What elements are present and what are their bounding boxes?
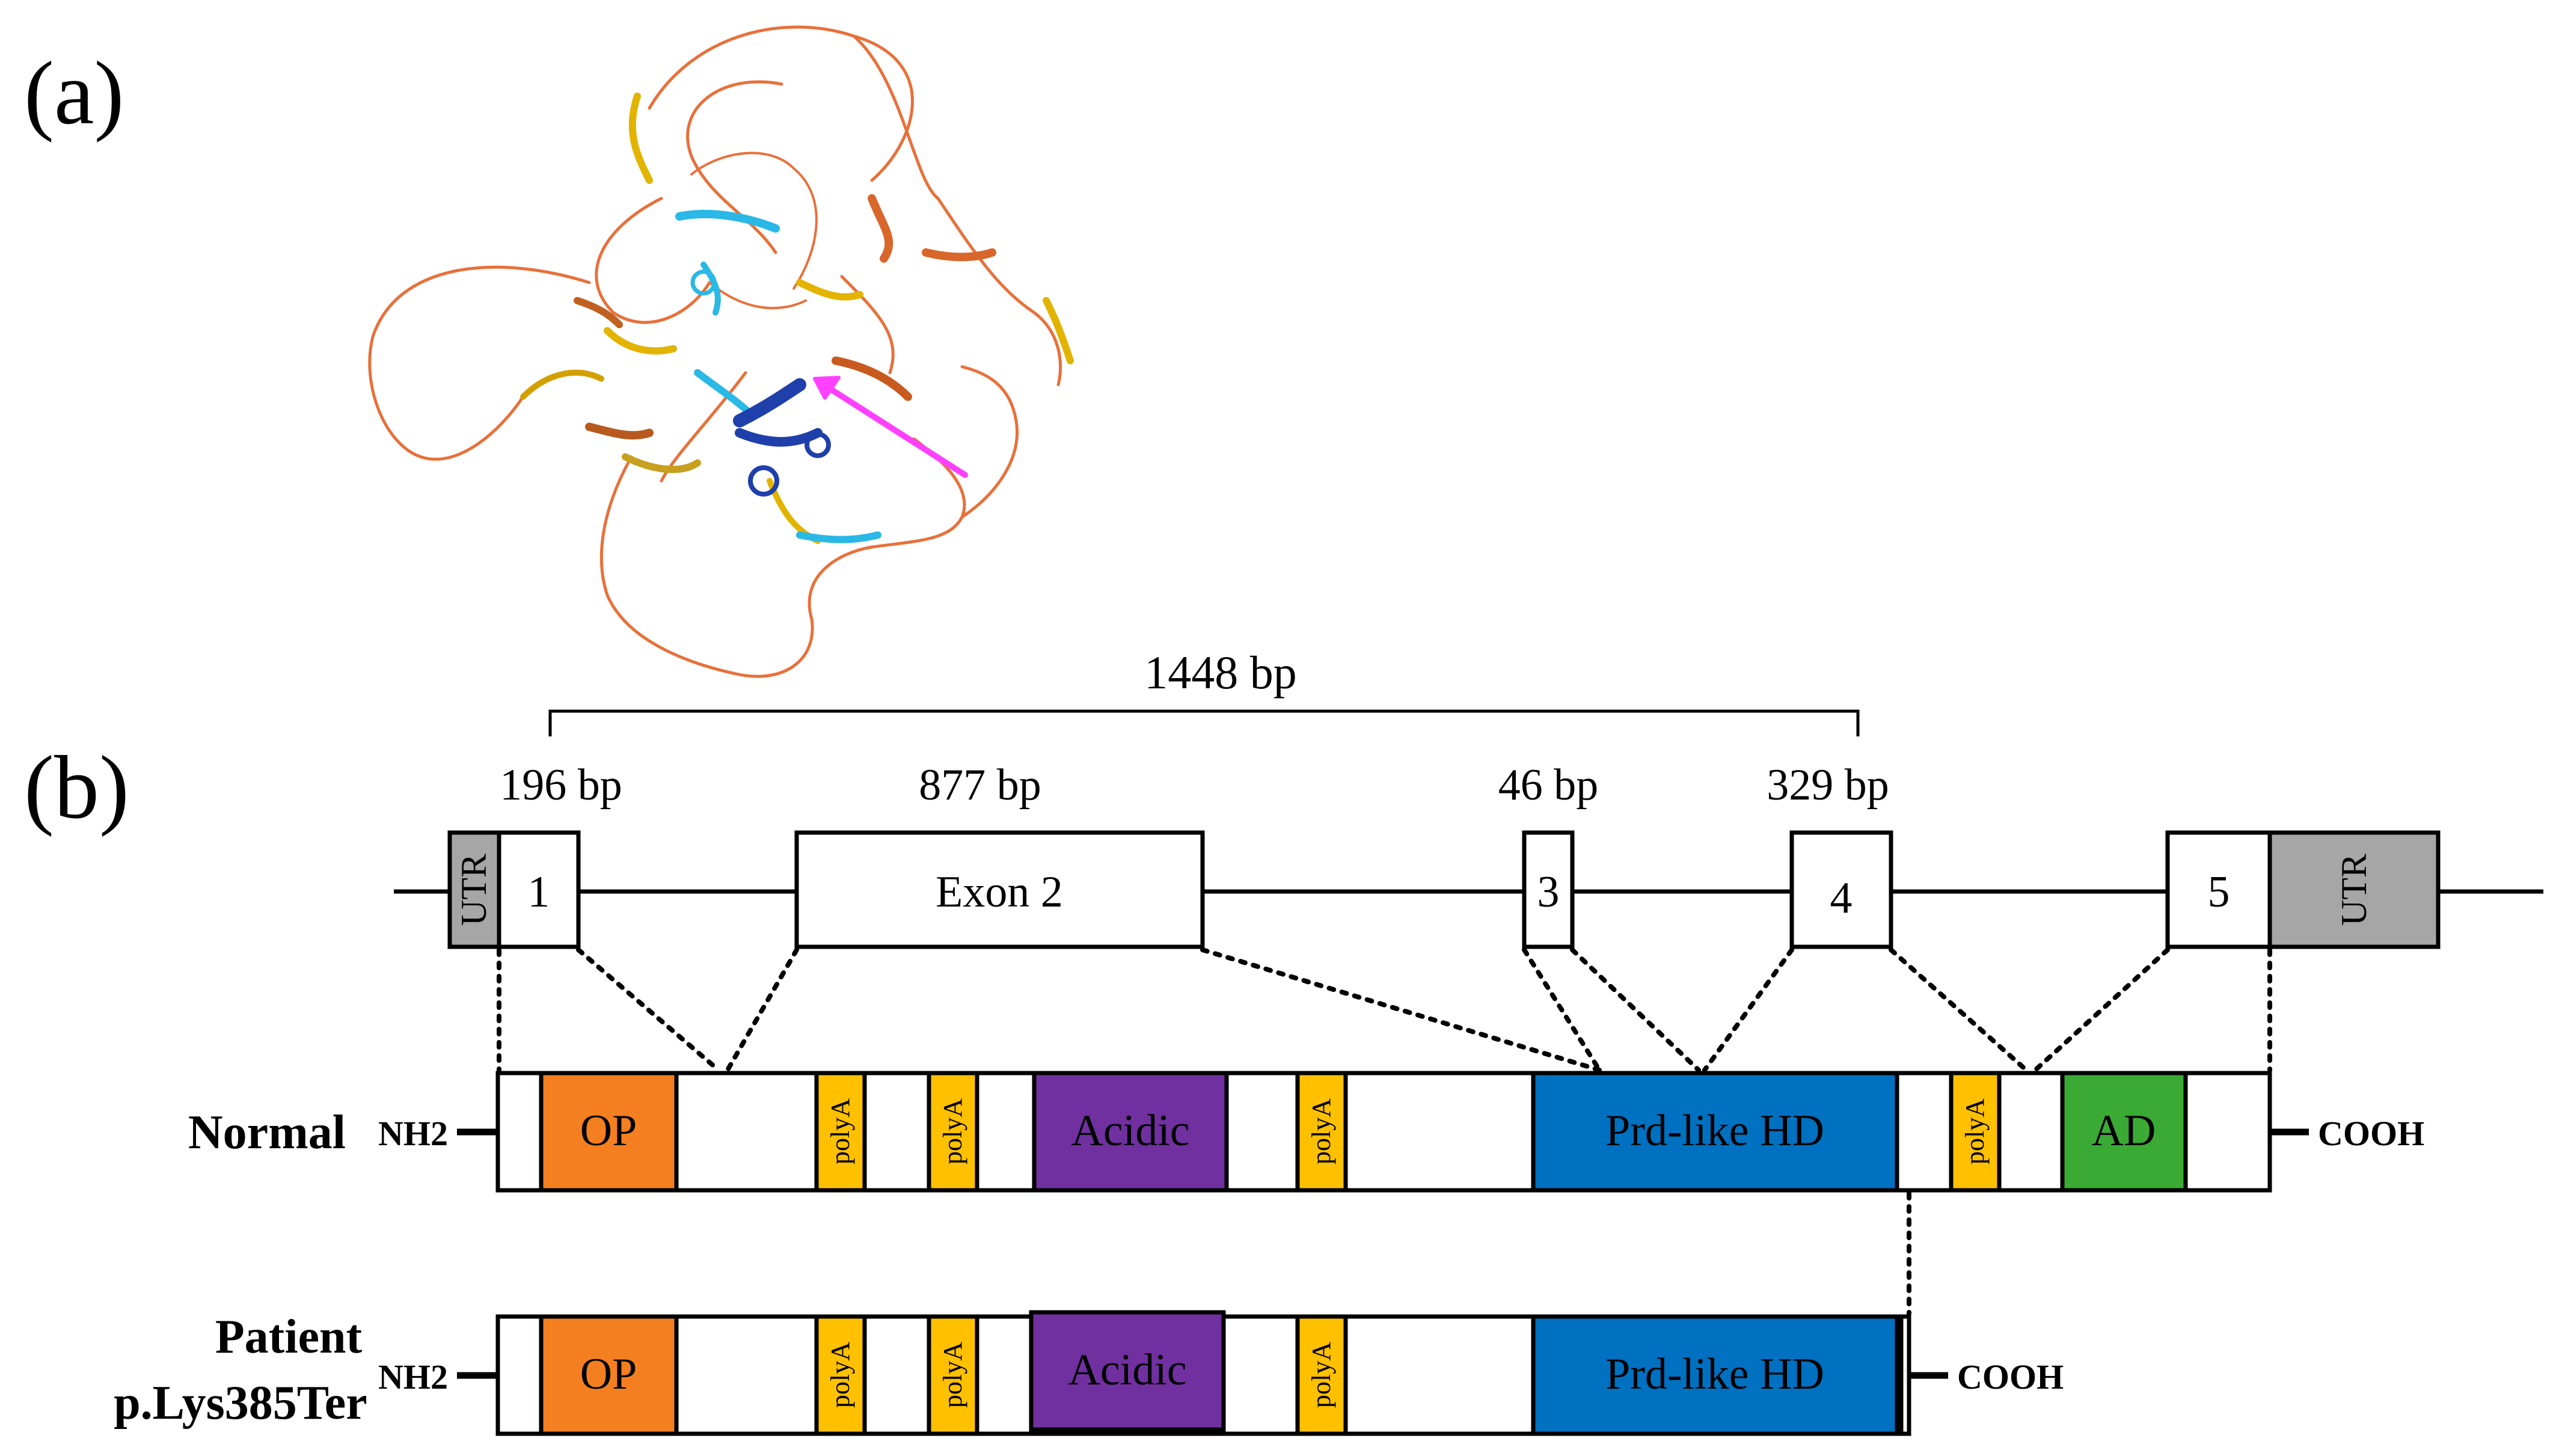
- normal-polya-2: [927, 1071, 979, 1193]
- patient-n-terminus: NH2: [378, 1357, 448, 1396]
- exon-4-size-label: 329 bp: [1767, 760, 1889, 810]
- patient-polya-1: [814, 1314, 867, 1436]
- patient-polya-3-label: polyA: [1307, 1342, 1336, 1408]
- exon-1-label: 1: [528, 867, 550, 917]
- patient-homeodomain: [1531, 1314, 1899, 1436]
- patient-homeodomain-label: Prd-like HD: [1605, 1350, 1824, 1399]
- normal-polya-4: [1949, 1071, 2002, 1193]
- patient-c-terminus: COOH: [1957, 1357, 2064, 1396]
- normal-protein-bar: OP polyA polyA Acidic polyA Prd-like HD …: [495, 1071, 2272, 1193]
- patient-polya-3: [1295, 1314, 1348, 1436]
- gene-span-label: 1448 bp: [1144, 646, 1297, 699]
- normal-acidic-label: Acidic: [1071, 1106, 1189, 1155]
- normal-polya-1-label: polyA: [826, 1098, 855, 1164]
- patient-polya-2: [927, 1314, 979, 1436]
- normal-polya-1: [814, 1071, 867, 1193]
- normal-polya-4-label: polyA: [1960, 1098, 1990, 1164]
- utr-5-label: UTR: [454, 854, 494, 926]
- patient-acidic-label: Acidic: [1068, 1345, 1186, 1395]
- utr-3-label: UTR: [2334, 854, 2374, 926]
- normal-protein-label: Normal: [188, 1106, 346, 1159]
- normal-c-terminus: COOH: [2318, 1114, 2424, 1153]
- exon-2-size-label: 877 bp: [919, 760, 1041, 810]
- normal-op-label: OP: [580, 1106, 637, 1155]
- exon-4-box: [1789, 830, 1893, 949]
- normal-polya-3: [1295, 1071, 1348, 1193]
- patient-acidic-domain: [1029, 1310, 1226, 1432]
- exon-3-size-label: 46 bp: [1498, 760, 1599, 810]
- protein-structure-image: [368, 25, 1074, 678]
- normal-homeodomain-label: Prd-like HD: [1605, 1106, 1824, 1155]
- normal-ad-domain: [2060, 1071, 2188, 1193]
- gene-span-bracket: [548, 709, 1860, 736]
- patient-protein-label: Patient: [215, 1311, 363, 1363]
- exon-to-protein-mapping-lines: [497, 947, 2272, 1316]
- exon-5-box: [2165, 830, 2272, 949]
- normal-polya-2-label: polyA: [938, 1098, 967, 1164]
- exon-5-label: 5: [2208, 867, 2230, 917]
- patient-variant-label: p.Lys385Ter: [114, 1377, 367, 1430]
- exon-2-box: [794, 830, 1205, 949]
- utr-3-box: [2267, 830, 2441, 949]
- exon-3-box: [1522, 830, 1575, 949]
- exon-4-label: 4: [1830, 873, 1853, 923]
- exon-3-label: 3: [1537, 867, 1560, 917]
- patient-polya-2-label: polyA: [938, 1342, 967, 1408]
- normal-acidic-domain: [1032, 1071, 1229, 1193]
- utr-5-box: [447, 830, 501, 949]
- normal-homeodomain: [1531, 1071, 1899, 1193]
- patient-op-domain: [539, 1314, 679, 1436]
- exon-1-size-label: 196 bp: [500, 760, 622, 810]
- patient-protein-bar: OP polyA polyA Acidic polyA Prd-like HD: [495, 1310, 1911, 1436]
- panel-label-b: (b): [24, 738, 129, 837]
- normal-ad-label: AD: [2092, 1106, 2156, 1155]
- normal-polya-3-label: polyA: [1307, 1098, 1336, 1164]
- patient-polya-1-label: polyA: [826, 1342, 855, 1408]
- gene-structure: UTR 1 Exon 2 3 4 5 UTR: [447, 830, 2441, 949]
- exon-2-label: Exon 2: [936, 867, 1063, 917]
- normal-protein-outline: [495, 1071, 2272, 1193]
- exon-1-box: [497, 830, 581, 949]
- normal-n-terminus: NH2: [378, 1114, 448, 1153]
- panel-label-a: (a): [24, 43, 124, 143]
- patient-op-label: OP: [580, 1350, 637, 1399]
- normal-op-domain: [539, 1071, 679, 1193]
